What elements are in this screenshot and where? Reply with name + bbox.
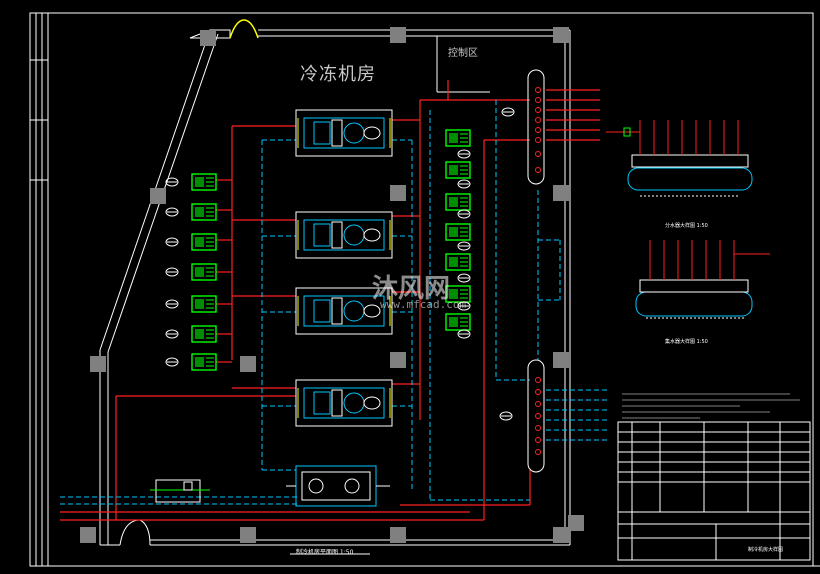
watermark-url: www.mfcad.com bbox=[380, 298, 467, 311]
titleblock-drawing-name: 制冷机房大样图 bbox=[748, 547, 784, 553]
lower-header-elevation bbox=[635, 240, 770, 319]
room-title: 冷冻机房 bbox=[300, 64, 376, 85]
control-room-label: 控制区 bbox=[448, 48, 478, 59]
plan-caption: 制冷机房平面图 1:50 bbox=[296, 549, 354, 556]
lower-header-caption: 集水器大样图 1:50 bbox=[665, 339, 708, 345]
upper-header-elevation bbox=[606, 120, 753, 197]
upper-header-caption: 分水器大样图 1:50 bbox=[665, 223, 708, 229]
watermark-brand: 沐风网 bbox=[372, 274, 451, 304]
